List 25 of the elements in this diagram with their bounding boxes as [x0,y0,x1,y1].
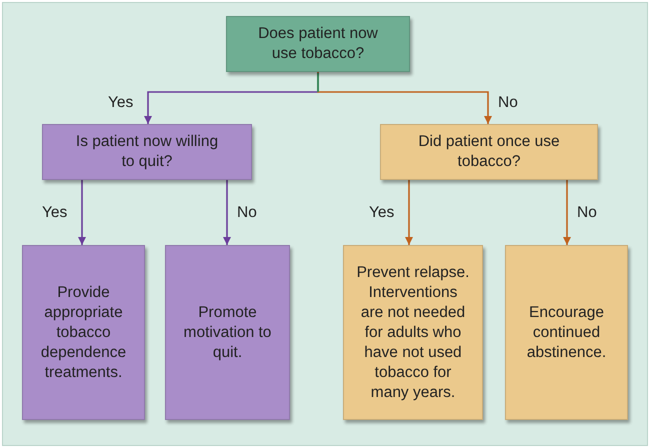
box-text: Provide appropriate tobacco dependence treatments. [40,282,128,382]
arrow [563,180,571,245]
arrow [405,180,413,245]
box-text: Encourage continued abstinence. [526,302,608,362]
edge-label: Yes [369,204,394,222]
edge-label: No [237,204,257,222]
action-box [505,245,628,420]
decision-box [226,16,410,72]
box-text: Is patient now willing to quit? [74,132,220,172]
action-box [22,245,145,420]
decision-box [380,124,598,180]
edge-label: No [498,94,518,112]
edge-label: Yes [42,204,68,222]
box-text: Does patient now use tobacco? [257,24,379,64]
edge-label: Yes [108,94,134,112]
action-box [165,245,290,420]
arrow [223,180,231,245]
decision-box [42,124,252,180]
box-text: Did patient once use tobacco? [417,132,561,172]
arrow [317,72,492,124]
box-text: Prevent relapse. Interventions are not needed for adults who have not used tobacco for many years. [356,262,470,402]
action-box [343,245,483,420]
box-text: Promote motivation to quit. [182,302,272,362]
arrow [78,180,86,245]
edge-label: No [577,204,597,222]
